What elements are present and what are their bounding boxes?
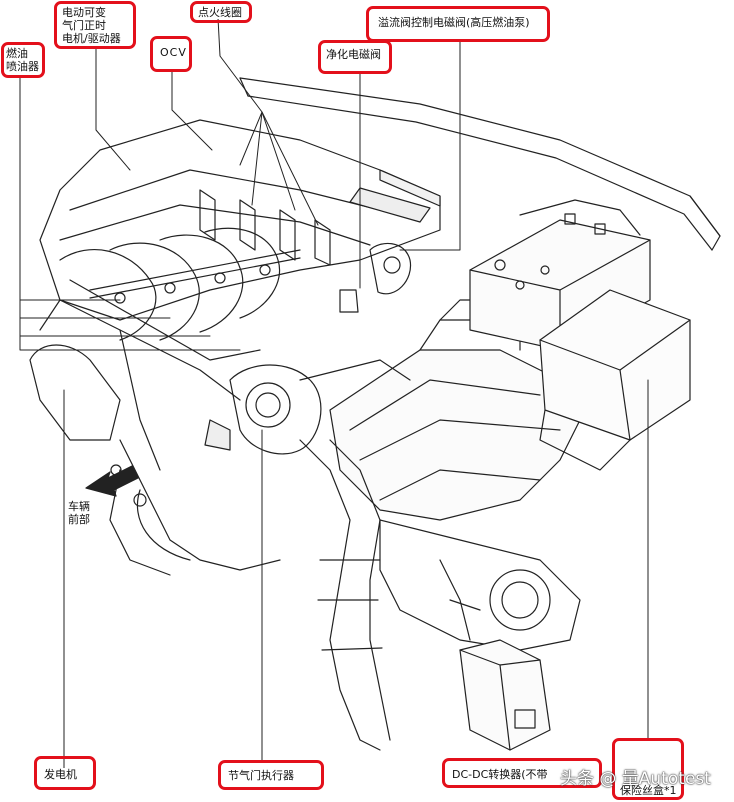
hood-outline	[239, 77, 721, 251]
throttle-body	[204, 359, 411, 455]
intake-duct	[299, 439, 391, 751]
vsv-parts	[339, 242, 412, 313]
engine-lower-block	[109, 439, 281, 576]
watermark: 头条 @ 量Autotest	[560, 769, 711, 789]
transaxle	[379, 519, 581, 651]
ignition-coil-label: 点火线圈	[198, 6, 242, 19]
throttle-actuator-label: 节气门执行器	[228, 769, 294, 782]
spill-valve-label: 溢流阀控制电磁阀(高压燃油泵)	[378, 16, 530, 29]
leader-lines	[19, 17, 649, 771]
engine-head	[39, 119, 441, 321]
fuse-box-shape	[539, 289, 691, 471]
dcdc-label: DC-DC转换器(不带	[452, 768, 548, 781]
vehicle-front-label: 车辆 前部	[68, 500, 90, 526]
front-arrow	[85, 465, 139, 497]
ignition-coils	[199, 189, 331, 266]
dcdc-shape	[459, 639, 551, 751]
purge-vsv-label: 净化电磁阀	[326, 48, 381, 61]
fuse-box-label: 保险丝盒*1	[620, 784, 677, 797]
ocv-label: OCV	[160, 46, 187, 59]
fuel-injector-label: 燃油 喷油器	[6, 47, 39, 73]
generator-label: 发电机	[44, 768, 77, 781]
vvt-motor-label: 电动可变 气门正时 电机/驱动器	[62, 6, 121, 45]
fuel-rail	[89, 249, 301, 304]
